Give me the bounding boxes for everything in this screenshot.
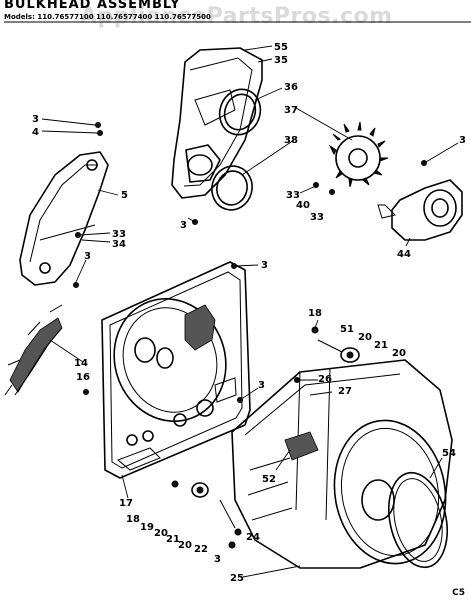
- watermark: AppliancePartsPros.com: [80, 4, 393, 29]
- callout-51: 51: [340, 324, 354, 335]
- callout-54: 54: [442, 448, 456, 459]
- callout-18: 18: [308, 308, 322, 319]
- callout-52: 52: [262, 474, 276, 485]
- callout-33: 33: [286, 190, 300, 201]
- part-seal-36: [218, 88, 262, 136]
- part-roller-bottom: [171, 480, 242, 549]
- callout-37: 37: [284, 105, 298, 116]
- leader-lines: [41, 45, 459, 578]
- callout-21: 21: [166, 534, 180, 545]
- callout-14: 14: [74, 358, 88, 369]
- part-harness: [4, 304, 63, 396]
- callout-33: 33: [112, 229, 126, 240]
- callout-26: 26: [318, 374, 332, 385]
- callout-17: 17: [119, 498, 133, 509]
- part-bulkhead-panel: [101, 261, 251, 479]
- diagram-title: BULKHEAD ASSEMBLY: [4, 0, 181, 12]
- callout-38: 38: [284, 135, 298, 146]
- callout-55: 55: [274, 42, 288, 53]
- callout-3: 3: [32, 114, 39, 125]
- page-code: C5: [452, 588, 465, 598]
- callout-20: 20: [154, 528, 168, 539]
- callout-3: 3: [459, 135, 466, 146]
- callout-5: 5: [121, 190, 128, 201]
- part-idler-bracket: [19, 151, 109, 286]
- callout-21: 21: [374, 340, 388, 351]
- part-drum: [231, 359, 453, 569]
- callout-44: 44: [397, 249, 411, 260]
- callout-20: 20: [358, 332, 372, 343]
- callout-3: 3: [214, 554, 221, 565]
- part-blower-housing: [377, 179, 463, 241]
- callout-22: 22: [194, 544, 208, 555]
- screws: [73, 122, 427, 403]
- part-seal-38: [211, 165, 253, 211]
- callout-16: 16: [76, 372, 90, 383]
- callout-3: 3: [258, 380, 265, 391]
- callout-18: 18: [126, 514, 140, 525]
- callout-20: 20: [178, 540, 192, 551]
- callout-36: 36: [284, 82, 298, 93]
- callout-34: 34: [112, 239, 126, 250]
- callout-20: 20: [392, 348, 406, 359]
- callout-3: 3: [180, 220, 187, 231]
- callout-40: 40: [296, 200, 310, 211]
- part-blower-wheel: [328, 121, 389, 188]
- callout-19: 19: [140, 522, 154, 533]
- callout-25: 25: [230, 573, 244, 584]
- part-front-seal: [388, 471, 448, 569]
- callout-27: 27: [338, 386, 352, 397]
- callout-3: 3: [261, 260, 268, 271]
- part-rear-duct: [171, 47, 263, 199]
- callout-35: 35: [274, 55, 288, 66]
- callout-3: 3: [84, 251, 91, 262]
- callout-33: 33: [310, 212, 324, 223]
- model-numbers: Models: 110.76577100 110.76577400 110.76…: [4, 13, 211, 21]
- callout-4: 4: [32, 127, 39, 138]
- callout-24: 24: [246, 532, 260, 543]
- callout-labels: 55 35 36 37 38 3 4 5 33 34 3 3 3 33 40 3…: [32, 42, 466, 584]
